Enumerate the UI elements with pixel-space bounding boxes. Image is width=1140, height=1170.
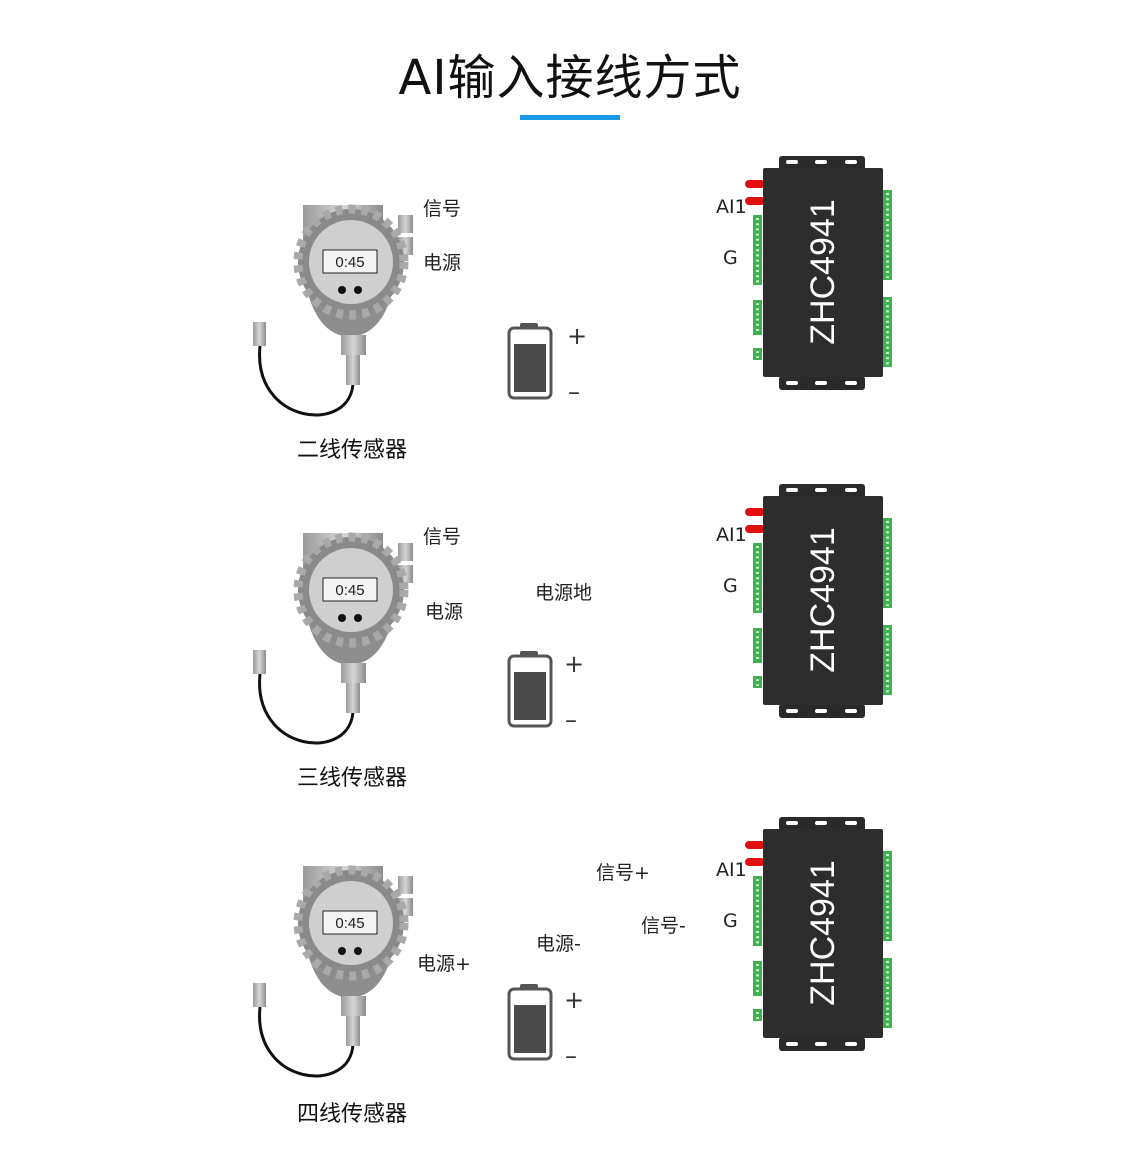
battery-plus: +	[564, 650, 585, 678]
battery-minus: –	[568, 378, 580, 406]
terminal-block	[753, 215, 762, 285]
sensor-caption: 三线传感器	[297, 766, 408, 791]
terminal-block	[883, 625, 892, 695]
g-pin-label: G	[723, 910, 738, 932]
sensor-display-text: 0:45	[335, 254, 364, 271]
terminal-block	[753, 676, 762, 688]
four-wire-row: 0:45 ZHC4941 电源+ 电源- 信号+ 信号- 四线传感器 AI1 G…	[0, 811, 1140, 1141]
terminal-block	[883, 958, 892, 1028]
battery-icon	[507, 651, 553, 728]
terminal-block	[883, 851, 892, 941]
zhc4941-controller-icon: ZHC4941	[745, 156, 892, 390]
power-label: 电源	[423, 252, 462, 274]
battery-icon	[507, 984, 553, 1061]
signal-minus-label: 信号-	[641, 915, 686, 937]
battery-minus: –	[565, 1042, 577, 1070]
title-underline	[520, 115, 620, 120]
g-pin-label: G	[723, 575, 738, 597]
terminal-block	[883, 518, 892, 608]
device-model-text: ZHC4941	[804, 199, 842, 345]
terminal-block	[753, 300, 762, 335]
ai1-pin-label: AI1	[716, 524, 747, 546]
device-model-text: ZHC4941	[804, 527, 842, 673]
signal-label: 信号	[423, 526, 462, 548]
terminal-block	[753, 876, 762, 946]
battery-plus: +	[564, 986, 585, 1014]
sensor-display-text: 0:45	[335, 915, 364, 932]
pressure-sensor-icon: 0:45	[253, 204, 413, 417]
wiring-graphic: 0:45 ZHC4941	[253, 817, 892, 1078]
terminal-block	[753, 348, 762, 360]
signal-plus-label: 信号+	[596, 862, 650, 884]
terminal-block	[753, 961, 762, 996]
terminal-block	[883, 190, 892, 280]
three-wire-row: 0:45 ZHC4941 信号 电源 电源地 三线传感器 AI1 G + –	[0, 478, 1140, 808]
terminal-block	[883, 297, 892, 367]
terminal-block	[753, 628, 762, 663]
battery-minus: –	[565, 706, 577, 734]
power-label: 电源	[425, 601, 464, 623]
wiring-graphic: 0:45 ZHC4941	[253, 156, 892, 417]
power-minus-label: 电源-	[536, 933, 581, 955]
two-wire-row: 0:45 ZHC4941 信号 电源 二线传感器 AI1 G + –	[0, 150, 1140, 480]
sensor-display-text: 0:45	[335, 582, 364, 599]
page-title: AI输入接线方式	[398, 50, 742, 106]
ai1-pin-label: AI1	[716, 196, 747, 218]
battery-plus: +	[567, 322, 588, 350]
power-ground-label: 电源地	[535, 582, 593, 604]
wiring-graphic: 0:45 ZHC4941	[253, 484, 892, 745]
sensor-caption: 四线传感器	[297, 1102, 408, 1127]
g-pin-label: G	[723, 247, 738, 269]
battery-icon	[507, 323, 553, 400]
signal-label: 信号	[423, 198, 462, 220]
pressure-sensor-icon: 0:45	[253, 865, 413, 1078]
terminal-block	[753, 1009, 762, 1021]
device-model-text: ZHC4941	[804, 860, 842, 1006]
terminal-block	[753, 543, 762, 613]
zhc4941-controller-icon: ZHC4941	[745, 817, 892, 1051]
ai1-pin-label: AI1	[716, 859, 747, 881]
power-plus-label: 电源+	[417, 953, 471, 975]
sensor-caption: 二线传感器	[297, 438, 408, 463]
pressure-sensor-icon: 0:45	[253, 532, 413, 745]
zhc4941-controller-icon: ZHC4941	[745, 484, 892, 718]
